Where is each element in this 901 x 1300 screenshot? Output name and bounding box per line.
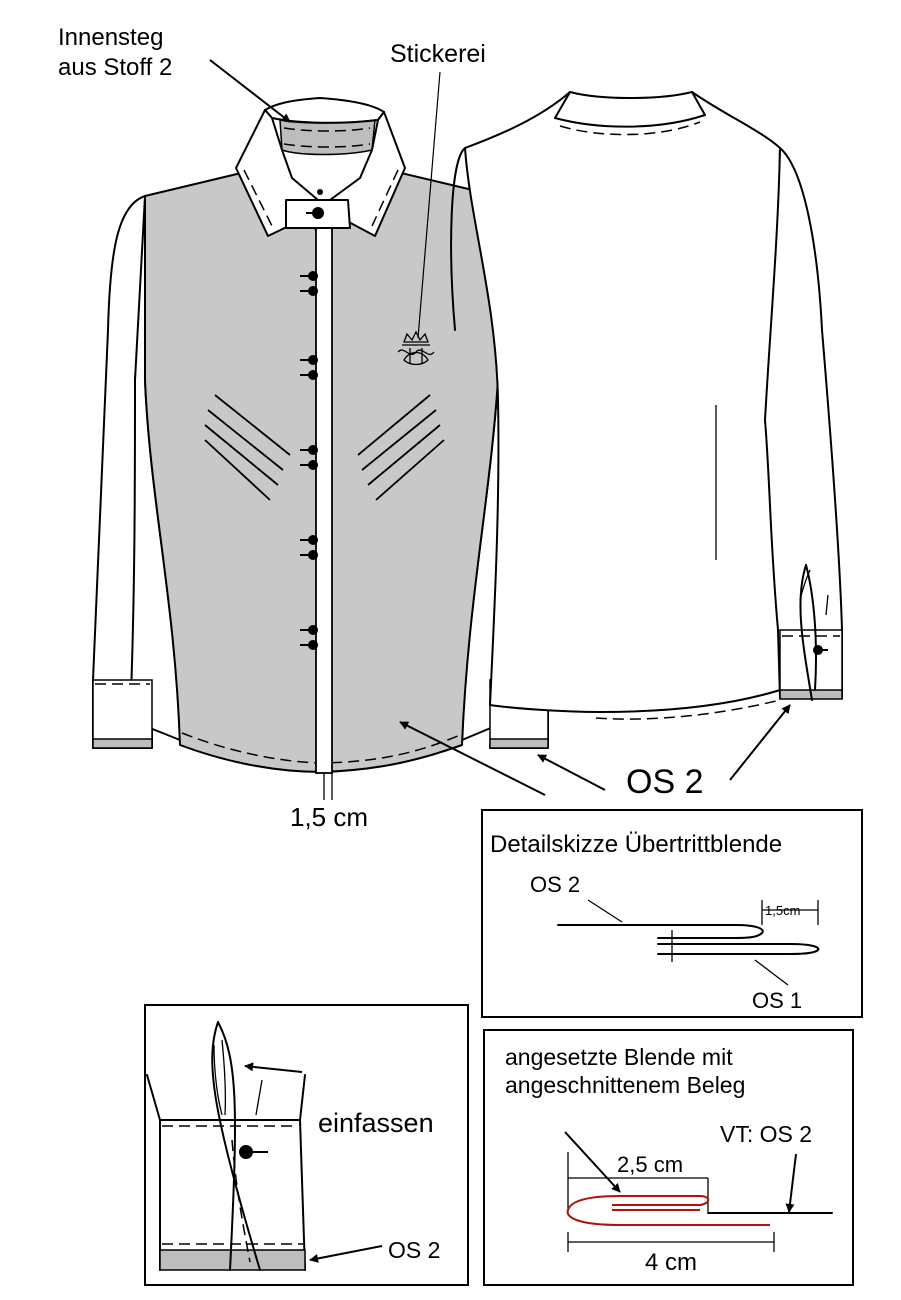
back-hem-stitch	[595, 699, 781, 720]
detail-box-blende: angesetzte Blende mit angeschnittenem Be…	[483, 1029, 854, 1286]
button-pair	[300, 445, 318, 470]
vt-os2-label: VT: OS 2	[720, 1121, 812, 1147]
innensteg-arrow	[209, 59, 291, 123]
back-placket-slit-inner	[805, 564, 817, 691]
stickerei-label: Stickerei	[390, 40, 486, 68]
button-pair	[300, 355, 318, 380]
back-placket-slit	[799, 564, 813, 701]
os2-main-label: OS 2	[626, 763, 703, 801]
front-placket	[315, 227, 333, 774]
back-cuff	[779, 629, 843, 693]
detail-measure-label: 1,5cm	[765, 903, 800, 918]
detail-os2-fold	[557, 924, 764, 939]
button-pair	[300, 535, 318, 560]
cuff-detail-binding	[159, 1249, 306, 1271]
left-cuff-binding	[92, 738, 153, 749]
collar-band-stitch-bottom	[283, 143, 371, 148]
back-collar-stitch	[559, 121, 701, 136]
embroidery-emblem	[397, 330, 435, 366]
back-collar-right	[691, 91, 706, 116]
os2-arrow-back	[729, 704, 791, 781]
cuff-os2-arrow	[309, 1245, 383, 1263]
einfassen-arrow	[244, 1062, 303, 1073]
collar-right-stitch	[371, 169, 399, 227]
collar-button	[312, 207, 324, 219]
os2-arrow-cuff	[537, 754, 606, 791]
blende-total-label: 4 cm	[645, 1249, 697, 1276]
detail-box-cuff: einfassen OS 2	[144, 1004, 469, 1286]
detail-os2-label: OS 2	[530, 872, 580, 897]
blende-label-1: angesetzte Blende mit	[505, 1044, 733, 1070]
detail-os1-leader	[754, 959, 789, 986]
front-view	[92, 97, 549, 800]
collar-top-edge	[264, 97, 385, 124]
front-buttons	[300, 271, 318, 650]
os2-arrow-front	[399, 721, 546, 796]
right-pintucks	[357, 394, 445, 501]
cuff-os2-label: OS 2	[388, 1237, 440, 1263]
blende-facing-red	[566, 1195, 770, 1226]
right-cuff-binding	[489, 738, 549, 749]
left-cuff	[92, 679, 153, 741]
collar-left-stitch	[243, 169, 273, 227]
collar-band-stitch-top	[283, 127, 371, 132]
detail-os1-fold	[657, 943, 820, 955]
vt-os2-arrow	[785, 1153, 797, 1213]
innensteg-label-1: Innensteg	[58, 24, 163, 51]
back-body	[464, 91, 796, 713]
back-right-sleeve	[764, 147, 843, 699]
back-view	[450, 91, 843, 720]
back-collar-left	[554, 91, 571, 119]
cuff-detail-slit-right	[217, 1021, 236, 1271]
back-placket-fold	[799, 569, 811, 601]
back-collar-edge	[554, 114, 706, 128]
einfassen-label: einfassen	[318, 1108, 434, 1138]
detail-title: Detailskizze Übertrittblende	[490, 831, 782, 858]
blende-label-2: angeschnittenem Beleg	[505, 1072, 745, 1098]
detail-os2-leader	[587, 899, 623, 923]
left-pintucks	[204, 394, 291, 501]
placket-width-label: 1,5 cm	[290, 802, 368, 832]
blende-width-label: 2,5 cm	[617, 1152, 683, 1177]
collar-inner-band	[279, 119, 376, 156]
button-pair	[300, 625, 318, 650]
blende-arrow	[564, 1131, 621, 1193]
cuff-detail-slit-left	[211, 1021, 261, 1271]
stickerei-leader	[417, 71, 441, 339]
collar-top-dot	[317, 189, 323, 195]
button-pair	[300, 271, 318, 296]
detail-box-uebertritt: Detailskizze Übertrittblende OS 2 1,5cm …	[481, 809, 863, 1018]
innensteg-label-2: aus Stoff 2	[58, 54, 172, 81]
back-left-sleeve-edge	[450, 147, 466, 331]
detail-os1-label: OS 1	[752, 988, 802, 1013]
